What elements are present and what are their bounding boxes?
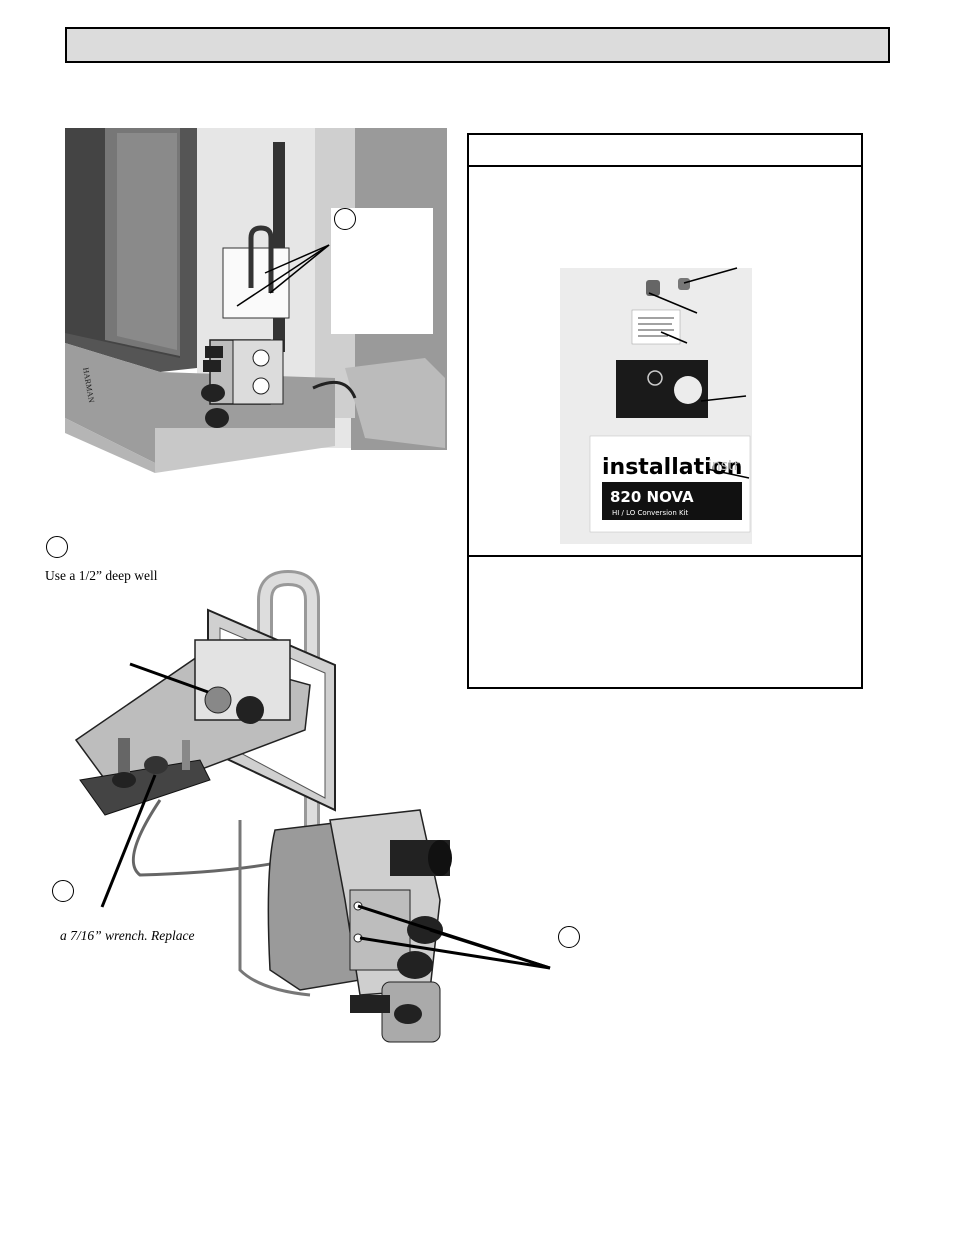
kit-contents-box: installation instr 820 NOVA HI / LO Conv… bbox=[467, 133, 863, 689]
step-circle-3 bbox=[52, 880, 74, 902]
stove-illustration: HARMAN bbox=[65, 128, 447, 473]
step-circle-2 bbox=[46, 536, 68, 558]
page-title-bar bbox=[65, 27, 890, 63]
caption-deep-well: Use a 1/2” deep well bbox=[45, 568, 158, 583]
step-circle-1 bbox=[334, 208, 356, 230]
kit-photo: installation instr 820 NOVA HI / LO Conv… bbox=[560, 268, 752, 544]
gas-valve-illustration bbox=[74, 570, 551, 1043]
orifice-large bbox=[646, 280, 660, 296]
step-circle-4 bbox=[558, 926, 580, 948]
caption-wrench: a 7/16” wrench. Replace bbox=[60, 928, 195, 943]
kit-box-divider bbox=[469, 555, 861, 557]
kit-label-sticker bbox=[631, 309, 681, 345]
booklet-title-cut: instr bbox=[708, 458, 740, 474]
booklet-model: 820 NOVA bbox=[610, 488, 694, 506]
booklet-title: installation bbox=[602, 455, 742, 480]
kit-leader-lines bbox=[648, 267, 750, 479]
kit-box-header bbox=[469, 135, 861, 167]
booklet-subtitle: HI / LO Conversion Kit bbox=[612, 509, 689, 517]
orifice-small bbox=[678, 278, 690, 290]
